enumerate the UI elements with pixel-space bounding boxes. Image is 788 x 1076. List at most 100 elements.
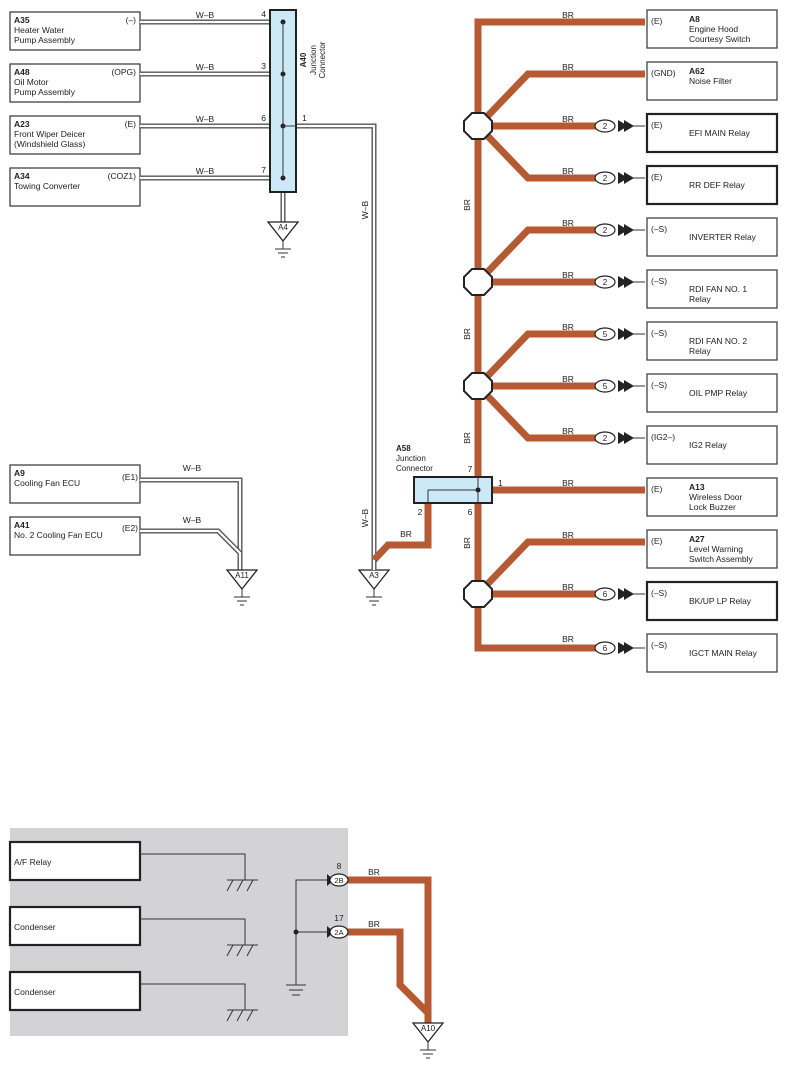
svg-text:2: 2 bbox=[603, 278, 608, 287]
component-a13: (E) A13 Wireless Door Lock Buzzer bbox=[646, 477, 778, 517]
svg-text:BR: BR bbox=[562, 374, 574, 384]
svg-text:W–B: W–B bbox=[360, 200, 370, 219]
svg-text:4: 4 bbox=[261, 9, 266, 19]
svg-text:3: 3 bbox=[261, 61, 266, 71]
svg-text:BR: BR bbox=[462, 328, 472, 340]
svg-text:BR: BR bbox=[562, 322, 574, 332]
junction-a40: 4 3 6 7 1 A40 Junction Connector bbox=[261, 9, 327, 193]
component-inverter-relay: (–S) INVERTER Relay bbox=[646, 217, 778, 257]
svg-text:2: 2 bbox=[418, 507, 423, 517]
svg-text:Pump Assembly: Pump Assembly bbox=[14, 87, 76, 97]
svg-text:5: 5 bbox=[603, 330, 608, 339]
component-a48: A48 Oil Motor Pump Assembly (OPG) bbox=[9, 63, 141, 103]
svg-text:Level Warning: Level Warning bbox=[689, 544, 743, 554]
svg-text:INVERTER Relay: INVERTER Relay bbox=[689, 232, 757, 242]
svg-text:(GND): (GND) bbox=[651, 68, 676, 78]
component-rdi-fan-2-relay: (–S) RDI FAN NO. 2 Relay bbox=[646, 321, 778, 361]
svg-text:(–S): (–S) bbox=[651, 224, 667, 234]
pin-oilpmp: 5 bbox=[594, 379, 645, 393]
chassis-grounds bbox=[140, 853, 258, 1022]
component-condenser-1: Condenser bbox=[8, 905, 142, 947]
svg-text:RDI FAN NO. 1: RDI FAN NO. 1 bbox=[689, 284, 747, 294]
component-a8: (E) A8 Engine Hood Courtesy Switch bbox=[646, 9, 778, 49]
svg-text:BR: BR bbox=[562, 166, 574, 176]
svg-text:Condenser: Condenser bbox=[14, 987, 56, 997]
svg-text:(–S): (–S) bbox=[651, 640, 667, 650]
svg-text:(–S): (–S) bbox=[651, 328, 667, 338]
svg-text:W–B: W–B bbox=[196, 114, 215, 124]
br-wires bbox=[371, 18, 645, 652]
component-a9: A9 Cooling Fan ECU (E1) bbox=[9, 464, 141, 504]
pin-igct: 6 bbox=[594, 641, 645, 655]
svg-text:Towing Converter: Towing Converter bbox=[14, 181, 80, 191]
pin-efi: 2 bbox=[594, 119, 645, 133]
svg-text:(Windshield Glass): (Windshield Glass) bbox=[14, 139, 85, 149]
svg-text:A4: A4 bbox=[278, 223, 288, 232]
br-labels: BR BR BR BR BR BR BR BR BR BR BR BR BR B… bbox=[400, 10, 574, 644]
svg-text:RR DEF Relay: RR DEF Relay bbox=[689, 180, 745, 190]
svg-text:A3: A3 bbox=[369, 571, 379, 580]
svg-text:Pump Assembly: Pump Assembly bbox=[14, 35, 76, 45]
component-a41: A41 No. 2 Cooling Fan ECU (E2) bbox=[9, 516, 141, 556]
svg-text:Front Wiper Deicer: Front Wiper Deicer bbox=[14, 129, 85, 139]
svg-text:(E1): (E1) bbox=[122, 472, 138, 482]
pin-inverter: 2 bbox=[594, 223, 645, 237]
splice-points bbox=[463, 112, 493, 608]
ground-a4: A4 bbox=[266, 221, 300, 258]
svg-text:(OPG): (OPG) bbox=[111, 67, 136, 77]
svg-text:Wireless Door: Wireless Door bbox=[689, 492, 743, 502]
svg-text:(E): (E) bbox=[651, 172, 663, 182]
svg-text:BR: BR bbox=[562, 270, 574, 280]
svg-text:IGCT MAIN Relay: IGCT MAIN Relay bbox=[689, 648, 758, 658]
svg-text:Connector: Connector bbox=[396, 464, 433, 473]
svg-text:6: 6 bbox=[603, 644, 608, 653]
svg-text:A/F Relay: A/F Relay bbox=[14, 857, 52, 867]
svg-text:BR: BR bbox=[462, 537, 472, 549]
bottom-panel: A/F Relay Condenser Condenser bbox=[8, 828, 348, 1036]
svg-text:(–S): (–S) bbox=[651, 380, 667, 390]
svg-text:Noise Filter: Noise Filter bbox=[689, 76, 732, 86]
svg-text:W–B: W–B bbox=[196, 10, 215, 20]
svg-text:BR: BR bbox=[562, 114, 574, 124]
svg-text:(E): (E) bbox=[651, 536, 663, 546]
svg-text:Connector: Connector bbox=[318, 41, 327, 78]
component-rdi-fan-1-relay: (–S) RDI FAN NO. 1 Relay bbox=[646, 269, 778, 309]
svg-text:BR: BR bbox=[562, 62, 574, 72]
svg-text:BR: BR bbox=[562, 634, 574, 644]
svg-text:BR: BR bbox=[462, 199, 472, 211]
svg-text:BR: BR bbox=[368, 867, 380, 877]
svg-text:1: 1 bbox=[498, 478, 503, 488]
svg-text:A8: A8 bbox=[689, 14, 700, 24]
svg-text:Cooling Fan ECU: Cooling Fan ECU bbox=[14, 478, 80, 488]
bottom-connectors: 8 2B 17 2A bbox=[327, 861, 349, 939]
svg-text:BR: BR bbox=[562, 582, 574, 592]
component-af-relay: A/F Relay bbox=[8, 840, 142, 882]
svg-text:(E): (E) bbox=[651, 16, 663, 26]
svg-text:(E): (E) bbox=[651, 120, 663, 130]
svg-text:W–B: W–B bbox=[183, 463, 202, 473]
connector-pins: 2 2 2 2 5 5 2 6 6 bbox=[594, 119, 645, 655]
component-a62: (GND) A62 Noise Filter bbox=[646, 61, 778, 101]
svg-text:Junction: Junction bbox=[309, 45, 318, 75]
component-bkup-lp-relay: (–S) BK/UP LP Relay bbox=[645, 580, 779, 622]
pin-rdi2: 5 bbox=[594, 327, 645, 341]
component-igct-main-relay: (–S) IGCT MAIN Relay bbox=[646, 633, 778, 673]
component-condenser-2: Condenser bbox=[8, 970, 142, 1012]
svg-text:W–B: W–B bbox=[196, 166, 215, 176]
svg-text:BR: BR bbox=[562, 478, 574, 488]
svg-text:2: 2 bbox=[603, 122, 608, 131]
svg-text:7: 7 bbox=[261, 165, 266, 175]
svg-text:Junction: Junction bbox=[396, 454, 426, 463]
component-ig2-relay: (IG2–) IG2 Relay bbox=[646, 425, 778, 465]
svg-text:6: 6 bbox=[261, 113, 266, 123]
svg-text:(IG2–): (IG2–) bbox=[651, 432, 675, 442]
svg-text:EFI MAIN Relay: EFI MAIN Relay bbox=[689, 128, 751, 138]
pin-ig2: 2 bbox=[594, 431, 645, 445]
svg-text:BR: BR bbox=[562, 530, 574, 540]
svg-text:BR: BR bbox=[400, 529, 412, 539]
svg-text:No. 2 Cooling Fan ECU: No. 2 Cooling Fan ECU bbox=[14, 530, 103, 540]
svg-text:A23: A23 bbox=[14, 119, 30, 129]
svg-text:BR: BR bbox=[462, 432, 472, 444]
ground-a3: A3 bbox=[357, 569, 391, 606]
